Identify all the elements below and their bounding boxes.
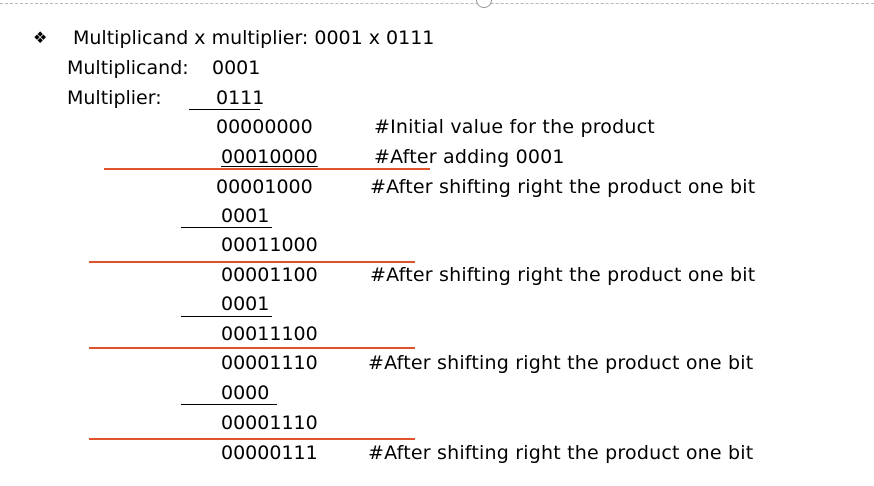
product-value: 00011000 [221, 234, 318, 256]
step-separator-line [89, 347, 415, 349]
multiplicand-label: Multiplicand: [67, 57, 189, 79]
multiplier-underline [189, 109, 260, 110]
rotation-handle[interactable] [476, 0, 492, 8]
row-comment: #Initial value for the product [374, 116, 655, 138]
addend-value: 0001 [221, 205, 270, 227]
row-comment: #After shifting right the product one bi… [368, 442, 754, 464]
addend-underline [181, 404, 277, 405]
row-comment: #After shifting right the product one bi… [370, 176, 756, 198]
problem-title: Multiplicand x multiplier: 0001 x 0111 [73, 27, 435, 49]
product-value: 00000000 [216, 116, 313, 138]
addend-value: 0001 [221, 293, 270, 315]
product-value: 00001000 [216, 176, 313, 198]
addend-underline [181, 316, 272, 317]
product-value: 00011100 [221, 323, 318, 345]
product-value: 00000111 [221, 442, 318, 464]
slide-top-border [0, 3, 874, 4]
multiplicand-value: 0001 [212, 57, 261, 79]
row-comment: #After shifting right the product one bi… [368, 352, 754, 374]
step-separator-line [89, 261, 415, 263]
diamond-bullet-icon: ❖ [33, 28, 48, 47]
product-value: 00010000 [221, 146, 318, 168]
addend-underline [181, 227, 272, 228]
row-comment: #After adding 0001 [374, 146, 565, 168]
multiplier-label: Multiplier: [67, 87, 162, 109]
addend-value: 0000 [221, 382, 270, 404]
product-value: 00001110 [221, 412, 318, 434]
step-separator-line [104, 168, 430, 170]
product-value: 00001110 [221, 352, 318, 374]
product-value: 00001100 [221, 264, 318, 286]
multiplier-value: 0111 [216, 87, 265, 109]
row-comment: #After shifting right the product one bi… [370, 264, 756, 286]
step-separator-line [89, 438, 415, 440]
